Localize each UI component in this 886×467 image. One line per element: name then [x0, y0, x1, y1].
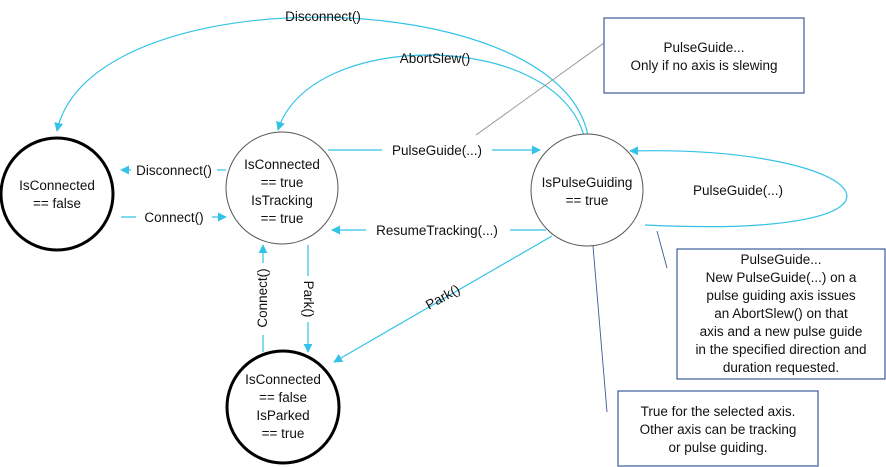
note-mid-right-line-7: duration requested.	[723, 360, 839, 375]
note-mid-right-line-6: in the specified direction and	[695, 342, 866, 357]
state-tracking[interactable]: IsConnected == true IsTracking == true	[225, 131, 339, 245]
state-pulse-guiding-line-2: == true	[566, 193, 609, 208]
label-connect-vertical: Connect()	[255, 268, 270, 327]
label-disconnect-top: Disconnect()	[285, 9, 361, 24]
transition-abort-slew	[276, 54, 585, 137]
state-pulse-guiding-line-1: IsPulseGuiding	[542, 175, 633, 190]
note-top-right-line-1: PulseGuide...	[663, 40, 744, 55]
note-bottom-right-leader	[592, 245, 608, 413]
transition-park-diag	[333, 235, 553, 363]
note-top-right-line-2: Only if no axis is slewing	[630, 58, 777, 73]
state-parked[interactable]: IsConnected == false IsParked == true	[225, 349, 341, 465]
state-tracking-line-4: == true	[261, 211, 304, 226]
note-top-right-leader	[475, 42, 605, 136]
transition-pulse-guide-self	[629, 146, 848, 228]
note-mid-right-line-2: New PulseGuide(...) on a	[706, 270, 857, 285]
label-abort-slew: AbortSlew()	[400, 51, 471, 66]
state-parked-line-2: == false	[259, 390, 307, 405]
transition-disconnect-top	[54, 16, 589, 137]
state-parked-line-3: IsParked	[256, 408, 309, 423]
note-bottom-right-line-3: or pulse guiding.	[668, 440, 767, 455]
label-park-diag: Park()	[423, 282, 462, 313]
label-pulse-guide: PulseGuide(...)	[392, 143, 482, 158]
state-tracking-line-1: IsConnected	[244, 157, 320, 172]
note-mid-right-line-1: PulseGuide...	[740, 252, 821, 267]
label-pulse-guide-self: PulseGuide(...)	[693, 183, 783, 198]
note-top-right: PulseGuide... Only if no axis is slewing	[603, 17, 805, 94]
note-mid-right-line-3: pulse guiding axis issues	[706, 288, 856, 303]
label-resume-tracking: ResumeTracking(...)	[376, 223, 498, 238]
note-bottom-right-line-1: True for the selected axis.	[641, 404, 796, 419]
state-disconnected-line-2: == false	[33, 196, 81, 211]
state-parked-line-1: IsConnected	[245, 372, 321, 387]
state-pulse-guiding[interactable]: IsPulseGuiding == true	[530, 133, 644, 247]
state-disconnected-line-1: IsConnected	[19, 178, 95, 193]
label-disconnect-mid: Disconnect()	[136, 163, 212, 178]
state-tracking-line-3: IsTracking	[251, 193, 313, 208]
label-connect-mid: Connect()	[144, 210, 203, 225]
note-mid-right: PulseGuide... New PulseGuide(...) on a p…	[676, 248, 886, 380]
state-disconnected[interactable]: IsConnected == false	[0, 136, 115, 252]
note-mid-right-line-5: axis and a new pulse guide	[700, 324, 863, 339]
state-parked-line-4: == true	[262, 426, 305, 441]
label-park-vertical: Park()	[301, 281, 316, 318]
note-bottom-right-line-2: Other axis can be tracking	[640, 422, 797, 437]
note-bottom-right: True for the selected axis. Other axis c…	[617, 390, 819, 467]
note-mid-right-leader	[656, 230, 668, 269]
state-tracking-line-2: == true	[261, 175, 304, 190]
note-mid-right-line-4: an AbortSlew() on that	[714, 306, 848, 321]
